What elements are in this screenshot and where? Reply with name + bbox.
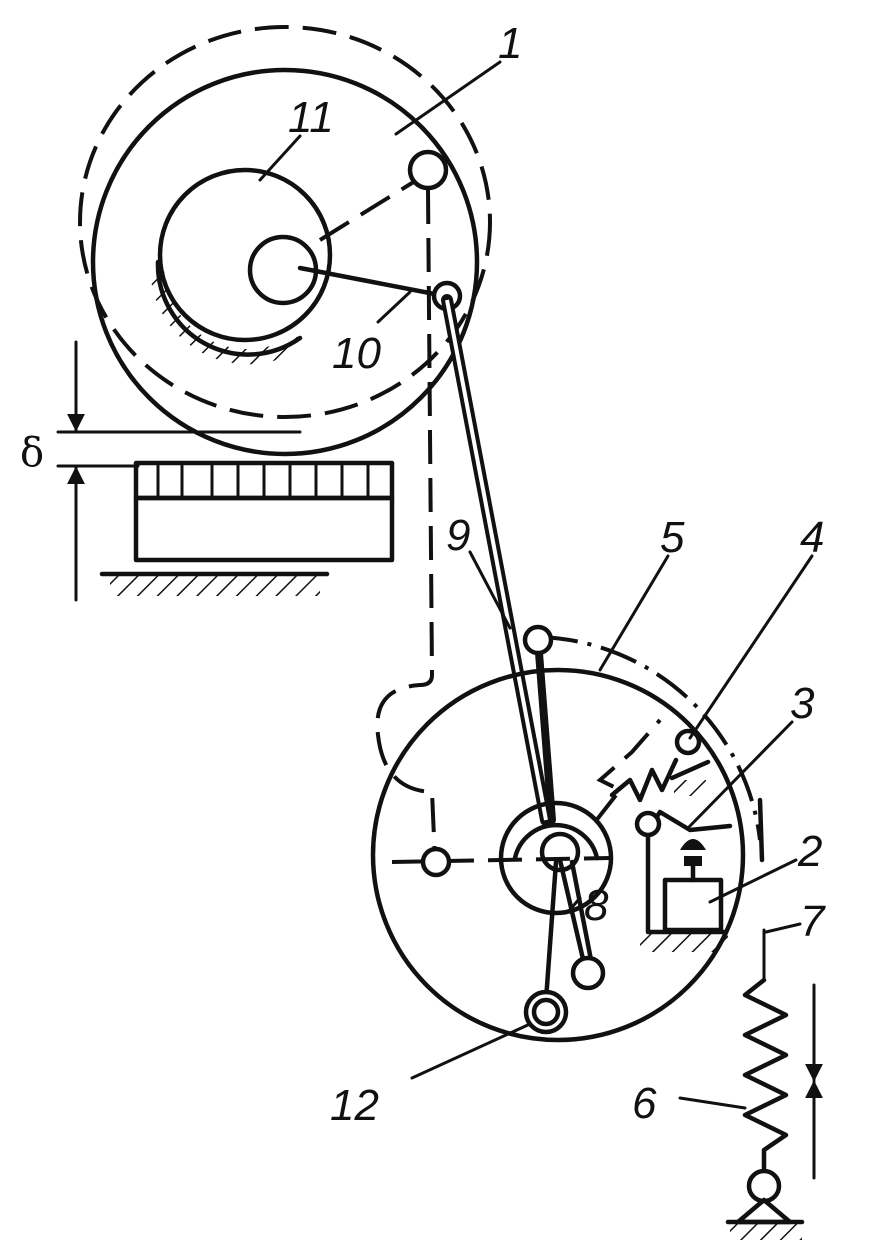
- link-8: [557, 857, 589, 975]
- lower-disk-assembly: [370, 624, 765, 1043]
- label-1: 1: [498, 19, 522, 68]
- roller-1: [90, 67, 480, 457]
- pawl-spring-4: [609, 757, 679, 803]
- connecting-rod-9-inner: [445, 299, 548, 821]
- switch-2-button: [680, 839, 706, 850]
- anvil-block: [99, 460, 395, 596]
- label-8: 8: [584, 881, 609, 930]
- guide-line: [757, 797, 765, 863]
- label-6: 6: [632, 1079, 657, 1128]
- switch-2-plunger: [684, 856, 702, 866]
- center-line: [391, 856, 611, 864]
- gap-dimension: δ: [20, 340, 302, 602]
- upper-roller-assembly: [78, 25, 492, 457]
- roller-1-dashed-envelope: [78, 25, 492, 419]
- label-11: 11: [288, 93, 334, 142]
- top-link: [534, 636, 556, 824]
- upper-pin-dashed: [407, 149, 449, 191]
- hub-shaft: [539, 831, 581, 873]
- label-7: 7: [800, 897, 826, 946]
- rod-dashed-path: [375, 189, 437, 861]
- ground-hatch: [110, 576, 320, 596]
- crank-arm-10: [297, 265, 448, 299]
- label-10: 10: [332, 329, 381, 378]
- spring-pivot: [746, 1168, 782, 1204]
- crank-arm-dashed: [318, 176, 422, 242]
- lever-dashed: [593, 718, 662, 824]
- label-9: 9: [446, 511, 470, 560]
- label-5: 5: [660, 513, 685, 562]
- link-8-pin: [570, 955, 606, 991]
- eccentric-bearing-hatch: [150, 262, 302, 365]
- link-12: [543, 859, 559, 1003]
- spring-6: [742, 977, 789, 1175]
- left-pin: [420, 846, 452, 878]
- pawl-pivot-4: [674, 728, 702, 756]
- pin-12-inner: [531, 997, 561, 1027]
- top-pin-5: [522, 624, 554, 656]
- spring-support: [735, 1197, 793, 1225]
- spring-ground-hatch: [730, 1224, 802, 1240]
- eccentric-11: [157, 167, 333, 343]
- label-2: 2: [797, 827, 822, 876]
- anvil-body: [133, 495, 395, 563]
- pawl-support-4: [669, 759, 711, 781]
- leader-lines: [258, 60, 814, 1110]
- switch-2: [662, 877, 724, 933]
- label-12: 12: [330, 1081, 379, 1130]
- pawl-hatch-4: [674, 780, 706, 796]
- switch-2-ground-hatch: [640, 934, 728, 952]
- hub-ring: [512, 822, 600, 861]
- link-8b: [569, 859, 595, 968]
- delta-label: δ: [20, 430, 44, 476]
- lever-3-pin: [634, 810, 662, 838]
- lever-3: [645, 809, 733, 935]
- lower-disk: [370, 667, 746, 1043]
- anvil-teeth: [156, 461, 370, 500]
- label-4: 4: [800, 513, 824, 562]
- spring-assembly: [725, 928, 823, 1240]
- label-3: 3: [790, 679, 815, 728]
- arc-5: [539, 635, 762, 841]
